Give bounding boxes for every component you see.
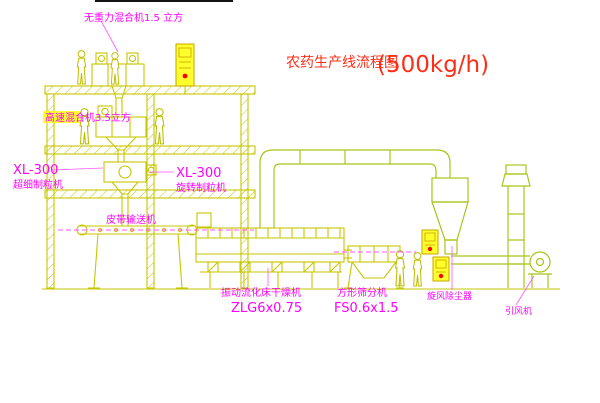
label-granulator-left-name: 超细制粒机	[13, 178, 63, 191]
title-capacity: (500kg/h)	[377, 52, 489, 78]
worker-figure	[412, 252, 423, 287]
label-granulator-mid-name: 旋转制粒机	[176, 181, 226, 194]
indicator-dot	[427, 246, 433, 252]
building-structure	[42, 85, 560, 290]
gravity-mixer	[91, 52, 145, 117]
label-dryer-name: 振动流化床干燥机	[221, 286, 301, 299]
cyclone-separator	[431, 177, 530, 265]
draft-fan	[528, 251, 552, 288]
worker-figure	[394, 250, 406, 287]
fluid-bed-dryer	[195, 212, 352, 288]
worker-figure	[154, 108, 165, 145]
label-sieve-name: 方形筛分机	[337, 286, 387, 299]
top-border-line	[95, 0, 233, 2]
exhaust-duct	[259, 149, 451, 228]
belt-conveyor	[76, 224, 198, 289]
worker-figure	[76, 50, 87, 85]
label-high-speed-mixer: 高速混合机3.5立方	[45, 111, 131, 124]
label-highlight	[43, 111, 79, 123]
worker-figure	[110, 52, 120, 85]
label-leaders	[51, 20, 535, 306]
rotary-granulator	[103, 161, 157, 226]
control-cabinet-b	[432, 256, 450, 282]
label-dryer-model: ZLG6x0.75	[231, 301, 302, 316]
indicator-dot	[182, 73, 188, 79]
label-belt-conveyor: 皮带输送机	[106, 213, 156, 226]
label-granulator-left-model: XL-300	[13, 163, 58, 178]
label-fan: 引风机	[505, 305, 532, 317]
high-speed-mixer	[95, 105, 147, 162]
exhaust-stack	[501, 164, 531, 288]
control-cabinet-top	[175, 43, 195, 94]
label-cyclone: 旋风除尘器	[427, 290, 472, 302]
label-gravity-mixer: 无重力混合机1.5 立方	[84, 11, 183, 24]
indicator-dot	[438, 273, 444, 279]
label-granulator-mid-model: XL-300	[176, 166, 221, 181]
title-main: 农药生产线流程图	[286, 55, 398, 71]
control-cabinet-a	[421, 229, 439, 255]
centerlines	[58, 229, 416, 253]
label-sieve-model: FS0.6x1.5	[334, 301, 399, 316]
